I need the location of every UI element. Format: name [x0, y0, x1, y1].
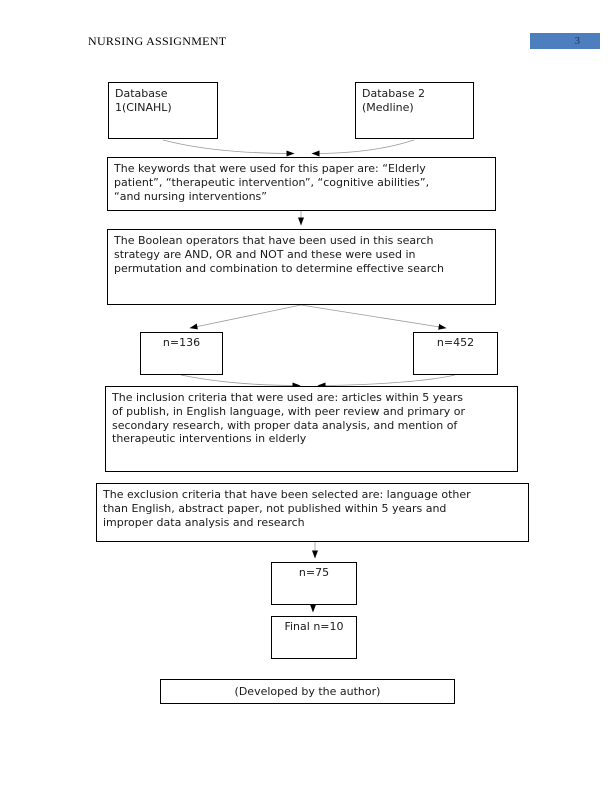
- connector-database1-to-keywords: [162, 139, 295, 157]
- connector-n452-to-inclusion: [317, 374, 456, 389]
- flow-box-author-credit: (Developed by the author): [160, 679, 455, 704]
- page-number-badge: 3: [530, 33, 600, 49]
- connector-boolean-to-n452: [300, 304, 447, 330]
- connector-database2-to-keywords: [311, 139, 415, 157]
- flow-box-exclusion-criteria: The exclusion criteria that have been se…: [96, 483, 529, 542]
- flow-box-final-n10: Final n=10: [271, 616, 357, 659]
- flow-box-n75: n=75: [271, 562, 357, 605]
- flow-box-database-2: Database 2 (Medline): [355, 82, 474, 139]
- running-head: NURSING ASSIGNMENT: [88, 34, 227, 48]
- connector-boolean-to-n136: [189, 304, 302, 330]
- flow-box-n136: n=136: [140, 332, 223, 375]
- page-number: 3: [574, 35, 581, 47]
- connector-n136-to-inclusion: [180, 374, 301, 389]
- flow-box-inclusion-criteria: The inclusion criteria that were used ar…: [105, 386, 518, 472]
- flow-box-keywords: The keywords that were used for this pap…: [107, 157, 496, 211]
- flow-box-database-1: Database 1(CINAHL): [108, 82, 218, 139]
- flow-box-boolean-operators: The Boolean operators that have been use…: [107, 229, 496, 305]
- flow-box-n452: n=452: [413, 332, 498, 375]
